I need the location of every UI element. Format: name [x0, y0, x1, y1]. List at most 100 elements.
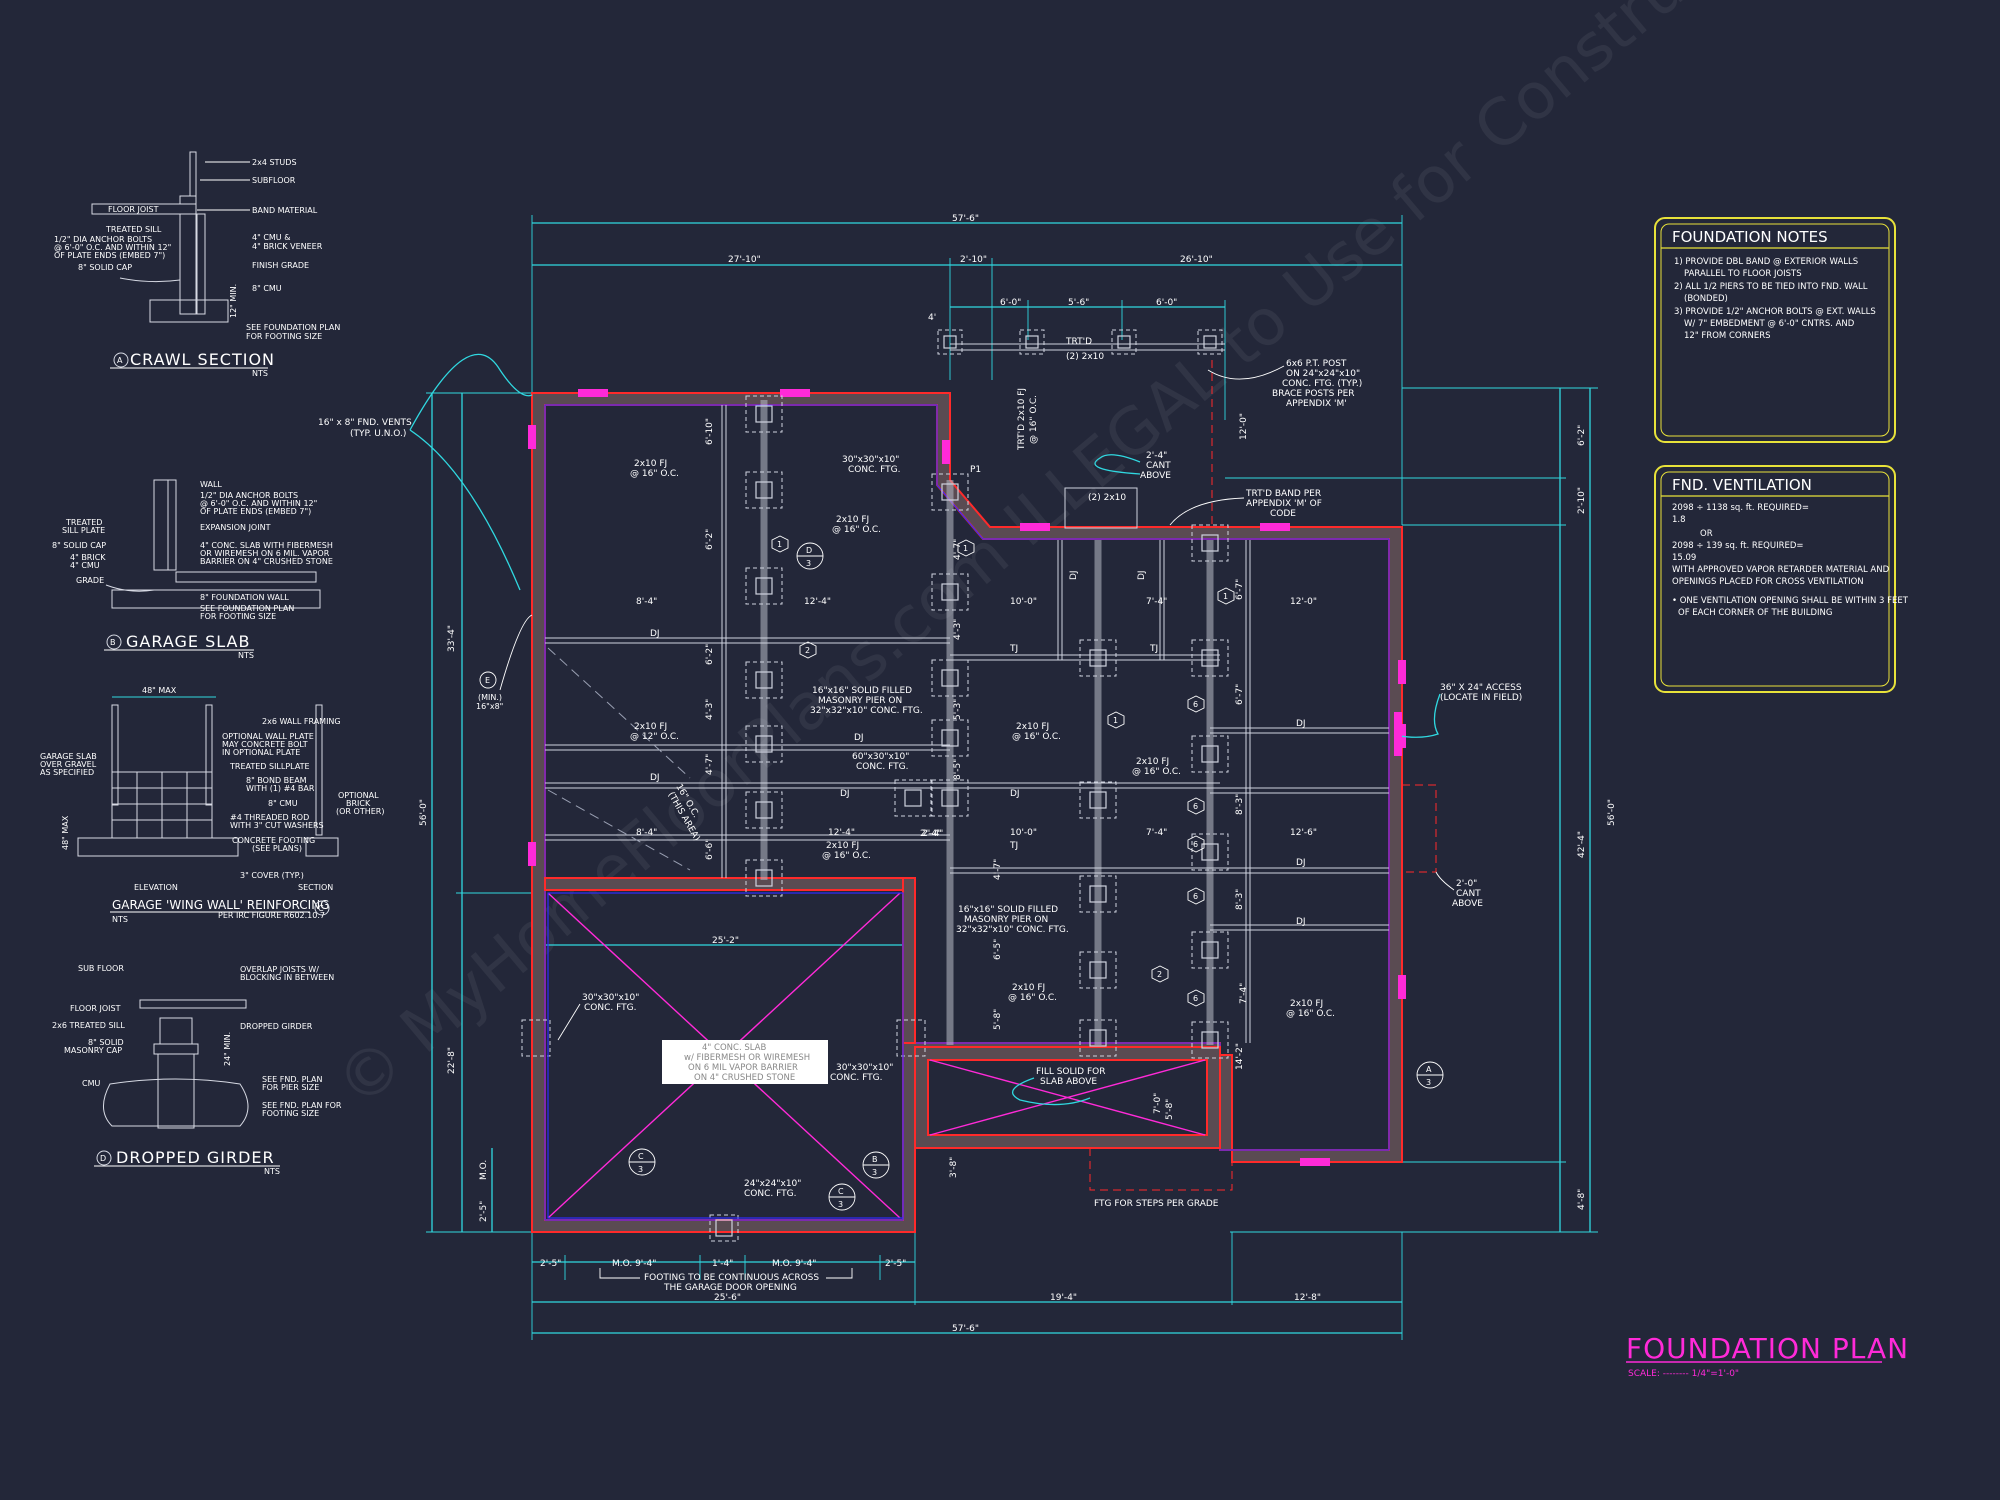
- crawl-label: 4" CMU &: [252, 233, 290, 242]
- svg-text:1: 1: [963, 544, 968, 553]
- dim-top-seg: 27'-10": [728, 255, 761, 265]
- cant2-note: ABOVE: [1452, 899, 1483, 909]
- dim-right-seg: 2'-10": [1577, 487, 1587, 514]
- svg-text:C: C: [838, 1187, 844, 1196]
- fj-label: 2x10 FJ: [1016, 722, 1049, 732]
- dimension-lines: 57'-6" 27'-10" 2'-10" 26'-10" 6'-0" 5'-6…: [419, 214, 1617, 1340]
- ventilation-line: 2098 ÷ 139 sq. ft. REQUIRED=: [1672, 541, 1804, 551]
- svg-text:C: C: [638, 1152, 644, 1161]
- sheet-scale: SCALE: -------- 1/4"=1'-0": [1628, 1369, 1739, 1379]
- slab-label: 4" CMU: [70, 561, 100, 570]
- girder-label: FLOOR JOIST: [70, 1004, 121, 1013]
- slab-label: 8" FOUNDATION WALL: [200, 593, 289, 602]
- trtd-fj-note: TRT'D 2x10 FJ: [1017, 388, 1027, 451]
- foundation-note-line: (BONDED): [1684, 294, 1728, 304]
- e-min: (MIN.): [478, 693, 502, 702]
- pier-note: MASONRY PIER ON: [964, 915, 1048, 925]
- slab-label: EXPANSION JOINT: [200, 523, 271, 532]
- sheet-title-block: FOUNDATION PLAN SCALE: -------- 1/4"=1'-…: [1626, 1332, 1908, 1379]
- svg-text:A: A: [1426, 1065, 1432, 1074]
- access-note: 36" X 24" ACCESS: [1440, 683, 1522, 693]
- wing-label: AS SPECIFIED: [40, 768, 94, 777]
- ftg-note: 60"x30"x10": [852, 752, 909, 762]
- wing-wall-labels: 2x6 WALL FRAMING OPTIONAL WALL PLATE MAY…: [40, 717, 384, 880]
- trtd-fj-note: @ 16" O.C.: [1029, 395, 1039, 444]
- foundation-note-line: 1) PROVIDE DBL BAND @ EXTERIOR WALLS: [1674, 257, 1858, 267]
- pier: [1191, 833, 1229, 871]
- dj-label: DJ: [1010, 789, 1020, 799]
- slab-note: w/ FIBERMESH OR WIREMESH: [684, 1053, 810, 1063]
- interior-dim: 8'-3": [1235, 889, 1245, 910]
- interior-dim: 4'-3": [705, 699, 715, 720]
- fj-label: @ 16" O.C.: [822, 851, 871, 861]
- detail-dropped-girder: SUB FLOOR OVERLAP JOISTS W/ BLOCKING IN …: [52, 964, 342, 1176]
- detail-crawl-section: 2x4 STUDS SUBFLOOR FLOOR JOIST BAND MATE…: [54, 151, 340, 378]
- fj-label: 2x10 FJ: [1290, 999, 1323, 1009]
- fj-label: 2x10 FJ: [826, 841, 859, 851]
- interior-dim: 10'-0": [1010, 828, 1037, 838]
- post-note: APPENDIX 'M': [1286, 399, 1347, 409]
- crawl-label: BAND MATERIAL: [252, 206, 318, 215]
- interior-dim: 14'-2": [1235, 1043, 1245, 1070]
- svg-text:2: 2: [1157, 970, 1162, 979]
- slab-label: BARRIER ON 4" CRUSHED STONE: [200, 557, 333, 566]
- pier: [1191, 735, 1229, 773]
- ftg-note: 24"x24"x10": [744, 1179, 801, 1189]
- fj-label: 2x10 FJ: [634, 722, 667, 732]
- wing-label: #4 THREADED ROD: [230, 813, 309, 822]
- p1-note: P1: [970, 465, 981, 475]
- fill-solid-note: SLAB ABOVE: [1040, 1077, 1097, 1087]
- interior-dim: 8'-3": [1235, 794, 1245, 815]
- cant-note: CANT: [1146, 461, 1171, 471]
- detail-nts: NTS: [264, 1167, 280, 1176]
- crawl-label: 8" SOLID CAP: [78, 263, 132, 272]
- post-note: BRACE POSTS PER: [1272, 389, 1355, 399]
- fj-label: 2x10 FJ: [1136, 757, 1169, 767]
- pier-note: 16"x16" SOLID FILLED: [812, 686, 912, 696]
- fj-label: @ 16" O.C.: [1008, 993, 1057, 1003]
- dim-top-seg: 2'-10": [960, 255, 987, 265]
- pier: [931, 659, 969, 697]
- pier: [745, 471, 783, 509]
- interior-dim: 6'-2": [705, 644, 715, 665]
- fj-label: @ 16" O.C.: [832, 525, 881, 535]
- tj-label: TJ: [1149, 644, 1158, 654]
- girder-label: FOOTING SIZE: [262, 1109, 319, 1118]
- crawl-label: 4" BRICK VENEER: [252, 242, 323, 251]
- pier: [1191, 931, 1229, 969]
- plan-labels: 16" x 8" FND. VENTS (TYP. U.N.O.) E (MIN…: [318, 337, 1522, 1293]
- interior-dim: 2'-4": [922, 829, 943, 839]
- wing-label: 8" CMU: [268, 799, 298, 808]
- trtd-band-note: APPENDIX 'M' OF: [1246, 499, 1322, 509]
- crawl-label: 2x4 STUDS: [252, 158, 297, 167]
- pier: [745, 791, 783, 829]
- interior-dim: 7'-0": [1153, 1093, 1163, 1114]
- slab-label: 1/2" DIA ANCHOR BOLTS: [200, 491, 298, 500]
- crawl-label: SEE FOUNDATION PLAN: [246, 323, 340, 332]
- fj-label: @ 16" O.C.: [1012, 732, 1061, 742]
- pier: [1191, 1021, 1229, 1059]
- dim-bottom-seg: 2'-5": [540, 1259, 561, 1269]
- dj-label: DJ: [1137, 570, 1147, 580]
- pier: [931, 719, 969, 757]
- foundation-notes-title: FOUNDATION NOTES: [1672, 228, 1828, 246]
- detail-letter-b: B: [110, 638, 116, 647]
- ventilation-line: • ONE VENTILATION OPENING SHALL BE WITHI…: [1672, 596, 1909, 606]
- dropped-girder-labels: SUB FLOOR OVERLAP JOISTS W/ BLOCKING IN …: [52, 964, 342, 1118]
- interior-dim: 5'-8": [993, 1009, 1003, 1030]
- foundation-note-line: PARALLEL TO FLOOR JOISTS: [1684, 269, 1802, 279]
- wing-label: IN OPTIONAL PLATE: [222, 748, 300, 757]
- vents-note: (TYP. U.N.O.): [350, 429, 406, 439]
- dim-top-seg: 26'-10": [1180, 255, 1213, 265]
- wing-label: OPTIONAL: [338, 791, 379, 800]
- piers: [521, 329, 1229, 1242]
- wing-label: CONCRETE FOOTING: [232, 836, 315, 845]
- pier: [745, 661, 783, 699]
- interior-dim: 12'-0": [1239, 413, 1249, 440]
- crawl-labels: 2x4 STUDS SUBFLOOR FLOOR JOIST BAND MATE…: [54, 158, 340, 341]
- girder-label: SEE FND. PLAN: [262, 1075, 323, 1084]
- pier: [931, 573, 969, 611]
- ftg-note: CONC. FTG.: [848, 465, 900, 475]
- wing-label: OVER GRAVEL: [40, 760, 97, 769]
- ftg-note: CONC. FTG.: [584, 1003, 636, 1013]
